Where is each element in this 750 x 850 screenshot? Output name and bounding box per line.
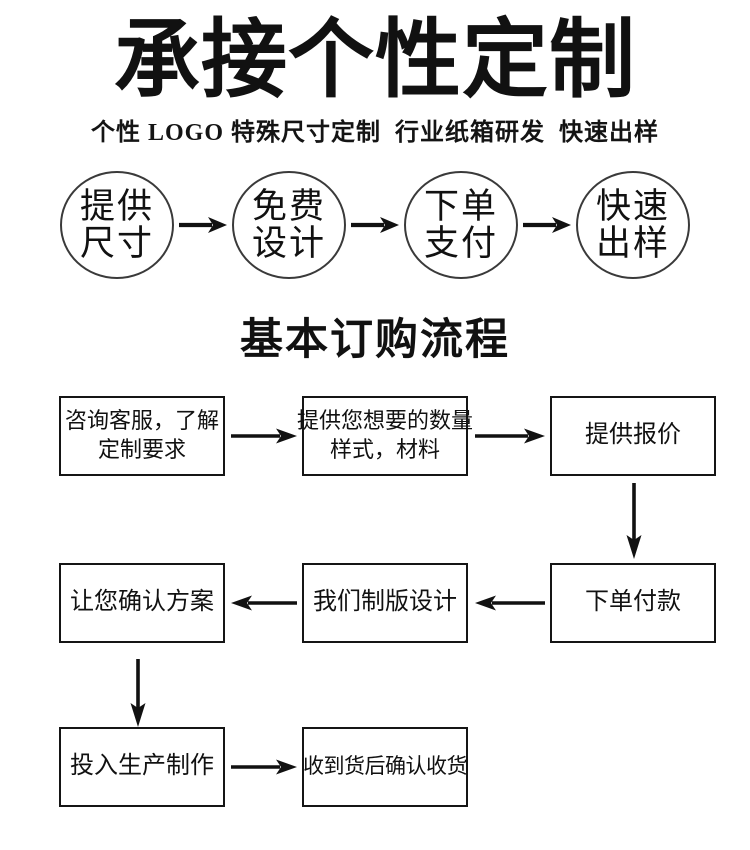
flow-box-label: 下单付款 xyxy=(585,589,681,616)
step-label-line: 尺寸 xyxy=(79,224,154,264)
step-label-line: 提供 xyxy=(79,187,154,227)
step-label-line: 设计 xyxy=(251,224,326,264)
arrow-right-icon xyxy=(351,217,399,234)
flow-box-design: 我们制版设计 xyxy=(302,563,468,643)
step-label-line: 免费 xyxy=(251,187,326,227)
step-circle-free-design: 免费 设计 xyxy=(232,171,346,280)
arrow-right-icon xyxy=(179,217,227,234)
arrow-right-icon xyxy=(523,217,571,234)
arrow-consult-to-requirements-icon xyxy=(231,428,297,444)
flow-box-label: 我们制版设计 xyxy=(313,589,457,616)
flow-box-label: 提供您想要的数量 xyxy=(297,408,474,434)
flow-box-label: 咨询客服，了解 xyxy=(64,408,219,434)
step-label-line: 快速 xyxy=(595,187,670,227)
process-steps-row: 提供 尺寸 免费 设计 下单 支付 快速 出样 xyxy=(0,171,750,280)
arrow-confirm-to-production-icon xyxy=(130,659,146,727)
arrow-design-to-confirm-icon xyxy=(231,595,297,611)
flow-box-production: 投入生产制作 xyxy=(59,727,225,807)
flow-box-receive: 收到货后确认收货 xyxy=(302,727,468,807)
arrow-requirements-to-quote-icon xyxy=(475,428,545,444)
step-circle-fast-sample: 快速 出样 xyxy=(576,171,690,280)
step-circle-order-pay: 下单 支付 xyxy=(404,171,518,280)
step-label-line: 支付 xyxy=(423,224,498,264)
order-flowchart: 咨询客服，了解 定制要求 提供您想要的数量 样式，材料 提供报价 让您确认方案 … xyxy=(0,380,750,850)
flow-box-confirm: 让您确认方案 xyxy=(59,563,225,643)
flow-box-label: 提供报价 xyxy=(585,422,681,449)
arrow-quote-to-order-pay-icon xyxy=(626,483,642,559)
flow-box-requirements: 提供您想要的数量 样式，材料 xyxy=(297,396,473,476)
flow-box-order-pay: 下单付款 xyxy=(550,563,716,643)
arrow-production-to-receive-icon xyxy=(231,759,297,775)
flow-box-label: 投入生产制作 xyxy=(70,753,214,780)
page-title: 承接个性定制 xyxy=(114,12,636,108)
flow-box-label: 样式，材料 xyxy=(329,437,440,462)
page-subtitle: 个性 LOGO 特殊尺寸定制 行业纸箱研发 快速出样 xyxy=(90,120,659,147)
flow-box-label: 让您确认方案 xyxy=(70,589,214,616)
flow-box-quote: 提供报价 xyxy=(550,396,716,476)
arrow-order-pay-to-design-icon xyxy=(475,595,545,611)
flow-section-title: 基本订购流程 xyxy=(240,317,510,365)
flow-box-consult: 咨询客服，了解 定制要求 xyxy=(59,396,225,476)
step-label-line: 下单 xyxy=(423,187,498,227)
flow-box-label: 定制要求 xyxy=(97,437,186,462)
step-label-line: 出样 xyxy=(595,224,670,264)
flow-box-label: 收到货后确认收货 xyxy=(303,754,468,779)
step-circle-provide-size: 提供 尺寸 xyxy=(60,171,174,280)
